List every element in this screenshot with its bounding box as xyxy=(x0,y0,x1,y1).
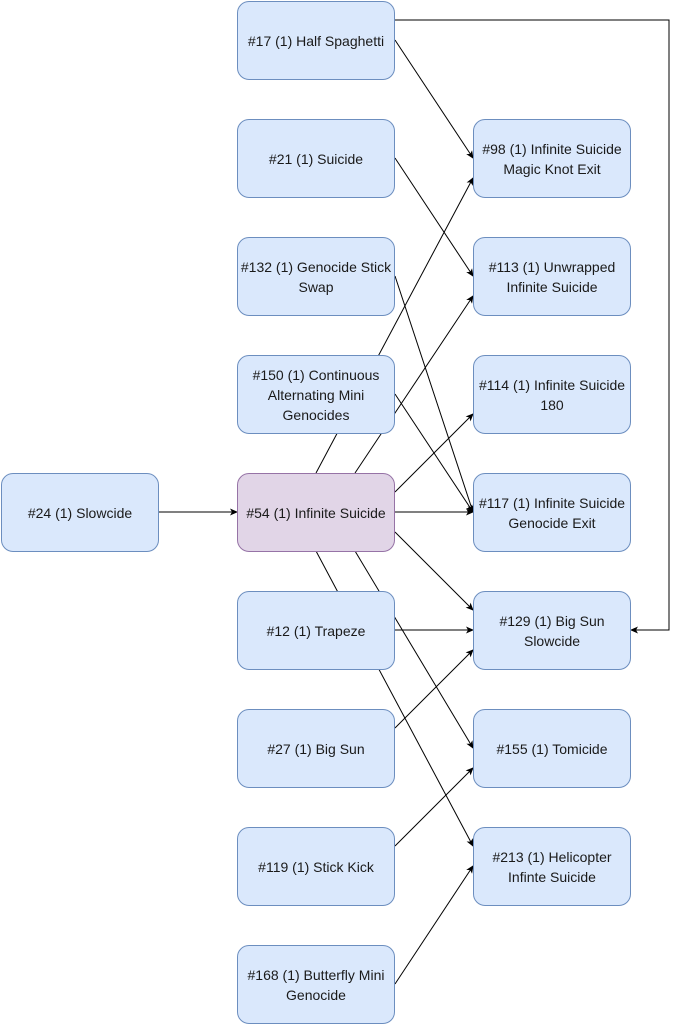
node-150-continuous-alternating-mini-genocides[interactable]: #150 (1) Continuous Alternating Mini Gen… xyxy=(237,355,395,434)
edge-21-to-113 xyxy=(394,157,474,277)
node-label: #119 (1) Stick Kick xyxy=(258,858,374,875)
edge-54-to-114 xyxy=(394,413,474,493)
node-label: #150 (1) Continuous Alternating Mini Gen… xyxy=(252,366,380,423)
node-54-infinite-suicide[interactable]: #54 (1) Infinite Suicide xyxy=(237,473,395,552)
node-98-infinite-suicide-magic-knot-exit[interactable]: #98 (1) Infinite Suicide Magic Knot Exit xyxy=(473,119,631,198)
edge-27-to-129 xyxy=(394,649,474,729)
edge-54-to-129 xyxy=(394,531,474,611)
node-155-tomicide[interactable]: #155 (1) Tomicide xyxy=(473,709,631,788)
edge-54-to-155 xyxy=(354,550,474,749)
node-label: #117 (1) Infinite Suicide Genocide Exit xyxy=(478,494,626,531)
node-label: #98 (1) Infinite Suicide Magic Knot Exit xyxy=(482,140,622,177)
node-label: #12 (1) Trapeze xyxy=(266,622,366,639)
node-117-infinite-suicide-genocide-exit[interactable]: #117 (1) Infinite Suicide Genocide Exit xyxy=(473,473,631,552)
edge-168-to-213 xyxy=(394,865,474,985)
node-17-half-spaghetti[interactable]: #17 (1) Half Spaghetti xyxy=(237,1,395,80)
edge-132-to-117 xyxy=(394,275,475,513)
node-label: #17 (1) Half Spaghetti xyxy=(247,32,385,49)
node-label: #54 (1) Infinite Suicide xyxy=(246,504,386,521)
node-label: #114 (1) Infinite Suicide 180 xyxy=(478,376,626,413)
node-label: #24 (1) Slowcide xyxy=(27,504,133,521)
node-168-butterfly-mini-genocide[interactable]: #168 (1) Butterfly Mini Genocide xyxy=(237,945,395,1024)
node-label: #21 (1) Suicide xyxy=(268,150,364,167)
node-129-big-sun-slowcide[interactable]: #129 (1) Big Sun Slowcide xyxy=(473,591,631,670)
node-21-suicide[interactable]: #21 (1) Suicide xyxy=(237,119,395,198)
node-label: #155 (1) Tomicide xyxy=(496,740,608,757)
edge-17-to-129 xyxy=(395,19,670,634)
node-119-stick-kick[interactable]: #119 (1) Stick Kick xyxy=(237,827,395,906)
edge-54-to-113 xyxy=(354,295,474,474)
edge-17-to-98 xyxy=(394,39,474,159)
node-label: #168 (1) Butterfly Mini Genocide xyxy=(247,966,385,1003)
node-label: #132 (1) Genocide Stick Swap xyxy=(240,258,392,295)
node-213-helicopter-infinte-suicide[interactable]: #213 (1) Helicopter Infinte Suicide xyxy=(473,827,631,906)
edge-119-to-155 xyxy=(394,767,474,847)
node-label: #129 (1) Big Sun Slowcide xyxy=(499,612,605,649)
node-24-slowcide[interactable]: #24 (1) Slowcide xyxy=(1,473,159,552)
node-114-infinite-suicide-180[interactable]: #114 (1) Infinite Suicide 180 xyxy=(473,355,631,434)
node-132-genocide-stick-swap[interactable]: #132 (1) Genocide Stick Swap xyxy=(237,237,395,316)
node-label: #27 (1) Big Sun xyxy=(267,740,365,757)
node-label: #113 (1) Unwrapped Infinite Suicide xyxy=(488,258,616,295)
node-27-big-sun[interactable]: #27 (1) Big Sun xyxy=(237,709,395,788)
node-113-unwrapped-infinite-suicide[interactable]: #113 (1) Unwrapped Infinite Suicide xyxy=(473,237,631,316)
node-label: #213 (1) Helicopter Infinte Suicide xyxy=(492,848,612,885)
node-12-trapeze[interactable]: #12 (1) Trapeze xyxy=(237,591,395,670)
